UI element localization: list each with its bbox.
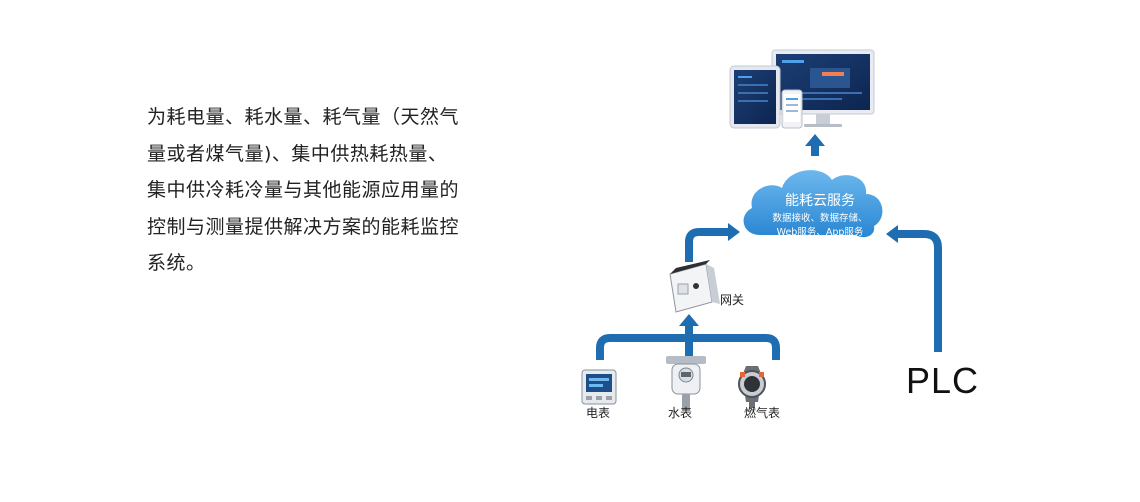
electric-meter-icon [581, 369, 617, 405]
cloud-title: 能耗云服务 [785, 193, 855, 209]
description-line: 控制与测量提供解决方案的能耗监控 [147, 215, 460, 238]
gateway-label: 网关 [720, 293, 745, 307]
gas-meter-icon [738, 366, 766, 408]
arrow-plc-to-cloud [886, 225, 942, 352]
description-line: 量或者煤气量)、集中供热耗热量、 [147, 142, 448, 165]
client-devices-icon [729, 49, 875, 129]
system-diagram: 能耗云服务 数据接收、数据存储、 Web服务、App服务 网关 电表 水表 燃气… [560, 30, 1020, 450]
diagram-graphics [581, 49, 942, 410]
cloud-subtitle-line1: 数据接收、数据存储、 [772, 213, 868, 224]
description-line: 为耗电量、耗水量、耗气量（天然气 [147, 106, 460, 128]
plc-label: PLC [906, 360, 980, 401]
cloud-subtitle-line2: Web服务、App服务 [776, 227, 864, 238]
arrow-gateway-to-cloud [685, 223, 740, 262]
description-text: 为耗电量、耗水量、耗气量（天然气 量或者煤气量)、集中供热耗热量、 集中供冷耗冷… [147, 99, 507, 282]
water-meter-icon [666, 356, 706, 410]
description-line: 集中供冷耗冷量与其他能源应用量的 [147, 179, 460, 201]
cloud-icon [743, 170, 883, 238]
gateway-icon [669, 260, 720, 313]
arrow-meters-to-gateway [596, 314, 780, 360]
electric-meter-label: 电表 [586, 406, 611, 420]
arrow-cloud-to-clients [805, 134, 825, 156]
water-meter-label: 水表 [668, 406, 693, 420]
gas-meter-label: 燃气表 [744, 406, 781, 420]
description-line: 系统。 [147, 252, 206, 274]
